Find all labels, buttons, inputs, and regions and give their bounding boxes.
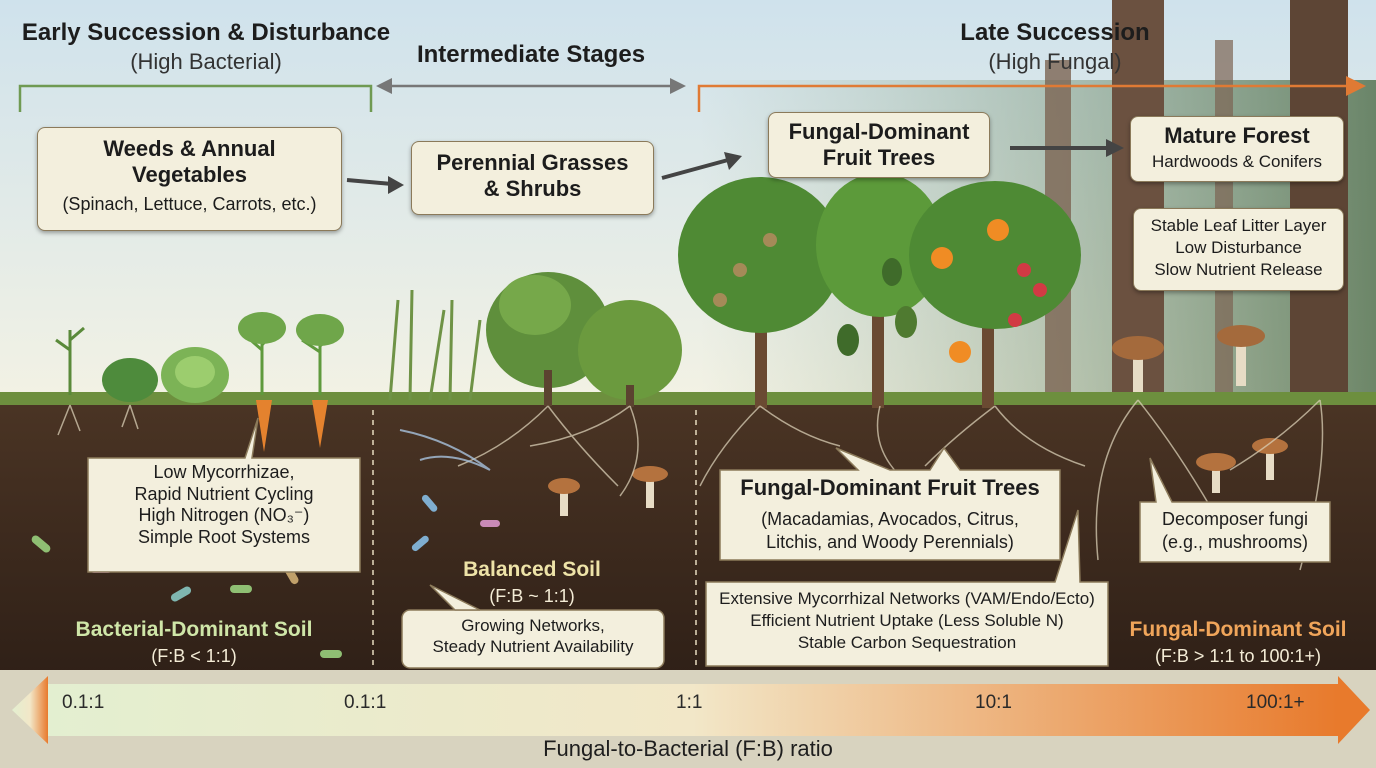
balanced-soil-ratio: (F:B ~ 1:1) xyxy=(410,586,654,606)
bacterial-note: Simple Root Systems xyxy=(88,527,360,549)
ratio-tick: 0.1:1 xyxy=(62,692,104,714)
grasses-stage-box: Perennial Grasses & Shrubs xyxy=(411,141,654,215)
fruit-stage-box: Fungal-Dominant Fruit Trees xyxy=(768,112,990,178)
bacterial-notes: Low Mycorrhizae, Rapid Nutrient Cycling … xyxy=(88,462,360,548)
early-succession-title: Early Succession & Disturbance xyxy=(0,20,412,47)
fungal-soil-ratio: (F:B > 1:1 to 100:1+) xyxy=(1110,646,1366,666)
ratio-tick: 100:1+ xyxy=(1246,692,1305,714)
bacterial-soil-title: Bacterial-Dominant Soil xyxy=(40,618,348,642)
bacterial-note: Rapid Nutrient Cycling xyxy=(88,484,360,506)
mycorrhizal-note: Efficient Nutrient Uptake (Less Soluble … xyxy=(706,610,1108,632)
fruit-soil-sub-line: Litchis, and Woody Perennials) xyxy=(720,531,1060,554)
decomposer-notes: Decomposer fungi (e.g., mushrooms) xyxy=(1140,508,1330,553)
mycorrhizal-notes: Extensive Mycorrhizal Networks (VAM/Endo… xyxy=(706,588,1108,654)
fruit-stage-title: Fungal-Dominant Fruit Trees xyxy=(769,119,989,171)
weeds-stage-sub: (Spinach, Lettuce, Carrots, etc.) xyxy=(38,194,341,215)
intermediate-label: Intermediate Stages xyxy=(386,42,676,69)
ratio-tick: 1:1 xyxy=(676,692,702,714)
grasses-stage-title: Perennial Grasses & Shrubs xyxy=(412,150,653,202)
balanced-notes: Growing Networks, Steady Nutrient Availa… xyxy=(402,616,664,657)
ratio-tick: 0.1:1 xyxy=(344,692,386,714)
weeds-stage-box: Weeds & Annual Vegetables (Spinach, Lett… xyxy=(37,127,342,231)
mycorrhizal-note: Stable Carbon Sequestration xyxy=(706,632,1108,654)
weeds-stage-title: Weeds & Annual Vegetables xyxy=(38,136,341,188)
early-succession-sub: (High Bacterial) xyxy=(0,50,412,75)
late-succession-title: Late Succession xyxy=(920,20,1190,47)
forest-note: Stable Leaf Litter Layer xyxy=(1134,215,1343,237)
forest-notes-box: Stable Leaf Litter Layer Low Disturbance… xyxy=(1133,208,1344,291)
fruit-soil-sub-line: (Macadamias, Avocados, Citrus, xyxy=(720,508,1060,531)
forest-stage-sub: Hardwoods & Conifers xyxy=(1131,152,1343,172)
forest-stage-title: Mature Forest xyxy=(1131,123,1343,149)
bacterial-soil-ratio: (F:B < 1:1) xyxy=(40,646,348,666)
balanced-note: Growing Networks, xyxy=(402,616,664,637)
bacterial-note: High Nitrogen (NO₃⁻) xyxy=(88,505,360,527)
late-succession-sub: (High Fungal) xyxy=(920,50,1190,75)
ratio-axis-label: Fungal-to-Bacterial (F:B) ratio xyxy=(388,737,988,762)
bacterial-note: Low Mycorrhizae, xyxy=(88,462,360,484)
balanced-note: Steady Nutrient Availability xyxy=(402,637,664,658)
decomposer-line: (e.g., mushrooms) xyxy=(1140,531,1330,554)
fruit-soil-title: Fungal-Dominant Fruit Trees xyxy=(720,476,1060,501)
mycorrhizal-note: Extensive Mycorrhizal Networks (VAM/Endo… xyxy=(706,588,1108,610)
fruit-soil-sub: (Macadamias, Avocados, Citrus, Litchis, … xyxy=(720,508,1060,553)
forest-note: Low Disturbance xyxy=(1134,237,1343,259)
forest-note: Slow Nutrient Release xyxy=(1134,259,1343,281)
decomposer-line: Decomposer fungi xyxy=(1140,508,1330,531)
forest-stage-box: Mature Forest Hardwoods & Conifers xyxy=(1130,116,1344,182)
ratio-tick: 10:1 xyxy=(975,692,1012,714)
fungal-soil-title: Fungal-Dominant Soil xyxy=(1110,618,1366,642)
balanced-soil-title: Balanced Soil xyxy=(410,558,654,582)
